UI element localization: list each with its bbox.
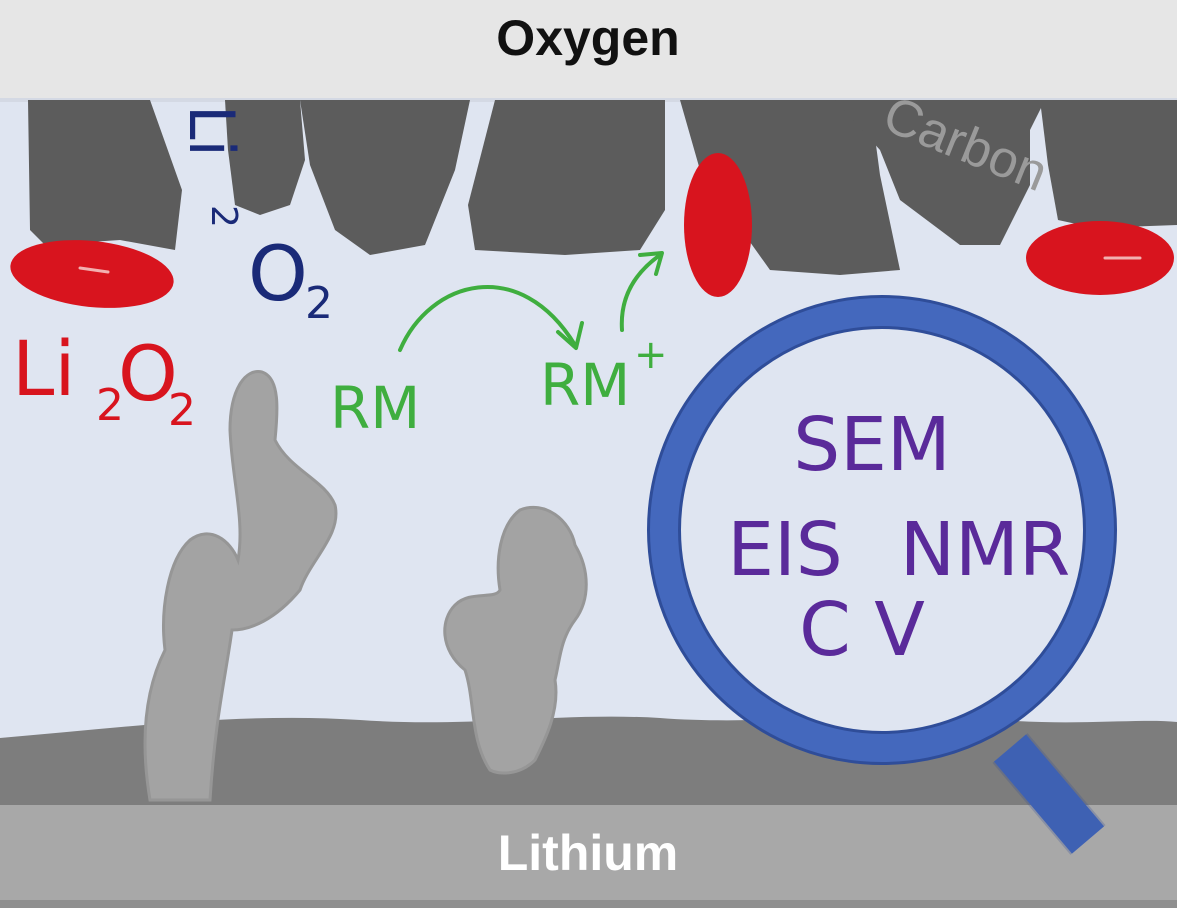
redox-mediator: RM RM + [330, 251, 668, 442]
li2o2-blue-sub1: 2 [203, 205, 244, 228]
magnifier-lens-fill [672, 320, 1092, 740]
dendrite-left [143, 370, 338, 802]
li2o2-label-red: Li 2 O 2 [12, 324, 196, 436]
technique-nmr: NMR [900, 507, 1071, 593]
li2o2-blue-main1: Li [175, 105, 248, 157]
lithium-label: Lithium [498, 825, 679, 881]
rm-plus-arrow [619, 253, 662, 332]
magnifier-ring [650, 298, 1114, 762]
magnifying-glass-icon [647, 295, 1117, 855]
rm-label: RM [330, 374, 420, 442]
techniques-list: SEM EIS NMR C V [727, 402, 1070, 673]
lithium-dendrites [143, 370, 588, 802]
li2o2-deposit-middle [684, 153, 752, 297]
li2o2-blue-main2: O [248, 229, 308, 318]
lithium-base [0, 805, 1177, 908]
li2o2-blue-sub2: 2 [305, 278, 333, 329]
li2o2-deposits [10, 153, 1174, 308]
li2o2-red-sub1: 2 [96, 380, 124, 431]
li2o2-red-main2: O [118, 329, 178, 418]
rm-plus-label: RM [540, 351, 630, 419]
carbon-block-4 [468, 100, 665, 255]
rm-arrow-curve [398, 285, 577, 352]
carbon-block-6 [835, 100, 1045, 245]
carbon-block-5 [680, 100, 900, 275]
highlight-left [78, 266, 110, 274]
rm-plus-sup: + [634, 332, 668, 378]
carbon-block-7 [1040, 100, 1177, 228]
li2o2-deposit-right [1026, 221, 1174, 295]
technique-eis: EIS [727, 507, 843, 593]
magnifier-handle [993, 734, 1105, 854]
rm-plus-arrow-head [638, 251, 664, 276]
rm-arrow-head [556, 321, 584, 350]
li2o2-deposit-left [10, 240, 174, 308]
dendrite-middle [443, 505, 588, 775]
carbon-block-2 [225, 100, 305, 215]
li2o2-red-sub2: 2 [168, 385, 196, 436]
oxygen-label: Oxygen [496, 10, 679, 66]
technique-cv: C V [799, 587, 925, 673]
li2o2-red-main1: Li [12, 324, 75, 413]
technique-sem: SEM [793, 402, 951, 488]
carbon-electrode [28, 100, 1177, 275]
li2o2-label-blue: Li 2 O 2 [175, 105, 333, 329]
carbon-block-3 [300, 100, 470, 255]
carbon-block-1 [28, 100, 182, 250]
magnifier-handle-outline [992, 733, 1106, 855]
li2o2-highlights [78, 256, 1142, 274]
oxygen-band [0, 0, 1177, 100]
lithium-frame-edge [0, 900, 1177, 908]
